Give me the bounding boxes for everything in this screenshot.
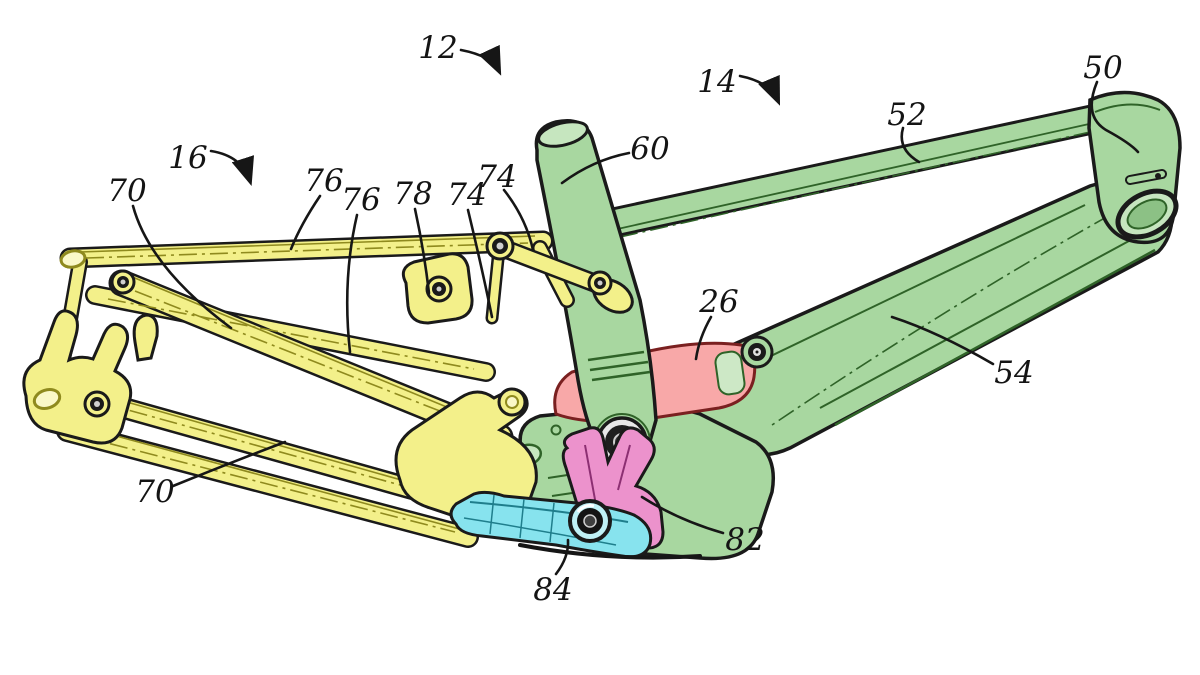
- top-tube-seam: [612, 121, 1099, 231]
- head-tube-seam: [1094, 103, 1161, 113]
- link-84-segments: [489, 494, 555, 543]
- link-74-far: [493, 240, 604, 291]
- ref-label-14: 14: [697, 64, 736, 100]
- leader-line-76a: [289, 194, 322, 251]
- upper-shock-pivot-bearing: [740, 335, 774, 369]
- ref-label-74a: 74: [447, 177, 486, 213]
- ref-label-76a: 76: [304, 163, 343, 199]
- leader-line-54: [890, 315, 995, 366]
- ref-label-12: 12: [418, 30, 457, 66]
- rear-centerlines: [69, 242, 529, 533]
- leader-line-78: [413, 207, 431, 295]
- leader-line-50: [1090, 80, 1140, 154]
- leader-line-26: [694, 315, 713, 361]
- yoke-eye-hole: [505, 395, 519, 409]
- ref-label-52: 52: [887, 97, 926, 133]
- dropout-axle-hole: [32, 388, 62, 410]
- ref-label-50: 50: [1083, 50, 1122, 86]
- rear-dropout-prong: [132, 313, 159, 362]
- ref-label-54: 54: [994, 355, 1033, 391]
- bell-crank-bearing: [425, 275, 453, 303]
- leader-line-82: [640, 495, 725, 535]
- top-tube: [590, 104, 1120, 237]
- ref-label-70a: 70: [107, 173, 146, 209]
- clevis-bearing: [587, 270, 613, 296]
- seatstay-end-hole: [59, 249, 87, 269]
- down-tube-seam: [834, 248, 1156, 427]
- leader-line-70a: [131, 204, 233, 330]
- link-84-pivot-bearing: [568, 499, 612, 543]
- ref-label-70b: 70: [135, 474, 174, 510]
- link-84-seam: [469, 501, 629, 523]
- shock-body-detail: [714, 350, 746, 396]
- link-74-near: [488, 245, 503, 322]
- seat-tube-clamp-bands: [587, 350, 651, 382]
- down-tube-seam: [819, 234, 1141, 409]
- ref-label-60: 60: [630, 131, 669, 167]
- link-84-group: [449, 490, 653, 559]
- leader-line-74b: [502, 188, 535, 252]
- rear-seams: [59, 235, 536, 531]
- rear-dropout-claw: [22, 309, 133, 445]
- underside-shadow: [518, 543, 702, 560]
- leader-line-70b: [171, 440, 287, 488]
- leader-line-84: [554, 538, 570, 576]
- leader-line-14: [738, 74, 781, 106]
- top-tube-centerline: [619, 131, 1091, 238]
- leader-line-76b: [345, 213, 359, 354]
- link-84-seam: [463, 517, 617, 546]
- seatstay-link-bearing: [485, 231, 515, 261]
- seat-tube-opening: [537, 120, 589, 148]
- down-tube-centerline: [771, 214, 1111, 426]
- leader-line-12: [459, 44, 502, 76]
- ref-label-74b: 74: [477, 159, 516, 195]
- leader-line-74a: [466, 208, 494, 319]
- head-tube-bore: [1126, 198, 1168, 230]
- head-tube-bolt: [1155, 173, 1161, 179]
- ref-label-16: 16: [168, 140, 207, 176]
- motor-bolt: [550, 424, 562, 436]
- link-82-seams: [584, 444, 631, 506]
- leader-line-52: [900, 126, 921, 164]
- ref-label-84: 84: [533, 572, 572, 608]
- leader-line-60: [560, 151, 631, 185]
- ref-label-82: 82: [725, 522, 764, 558]
- dropout-bearing: [83, 390, 111, 418]
- down-tube: [663, 173, 1174, 457]
- ref-label-26: 26: [698, 284, 738, 320]
- ref-label-76b: 76: [341, 182, 380, 218]
- ref-label-78: 78: [393, 176, 432, 212]
- leader-line-16: [209, 149, 254, 186]
- upper-left-bearing: [110, 269, 136, 295]
